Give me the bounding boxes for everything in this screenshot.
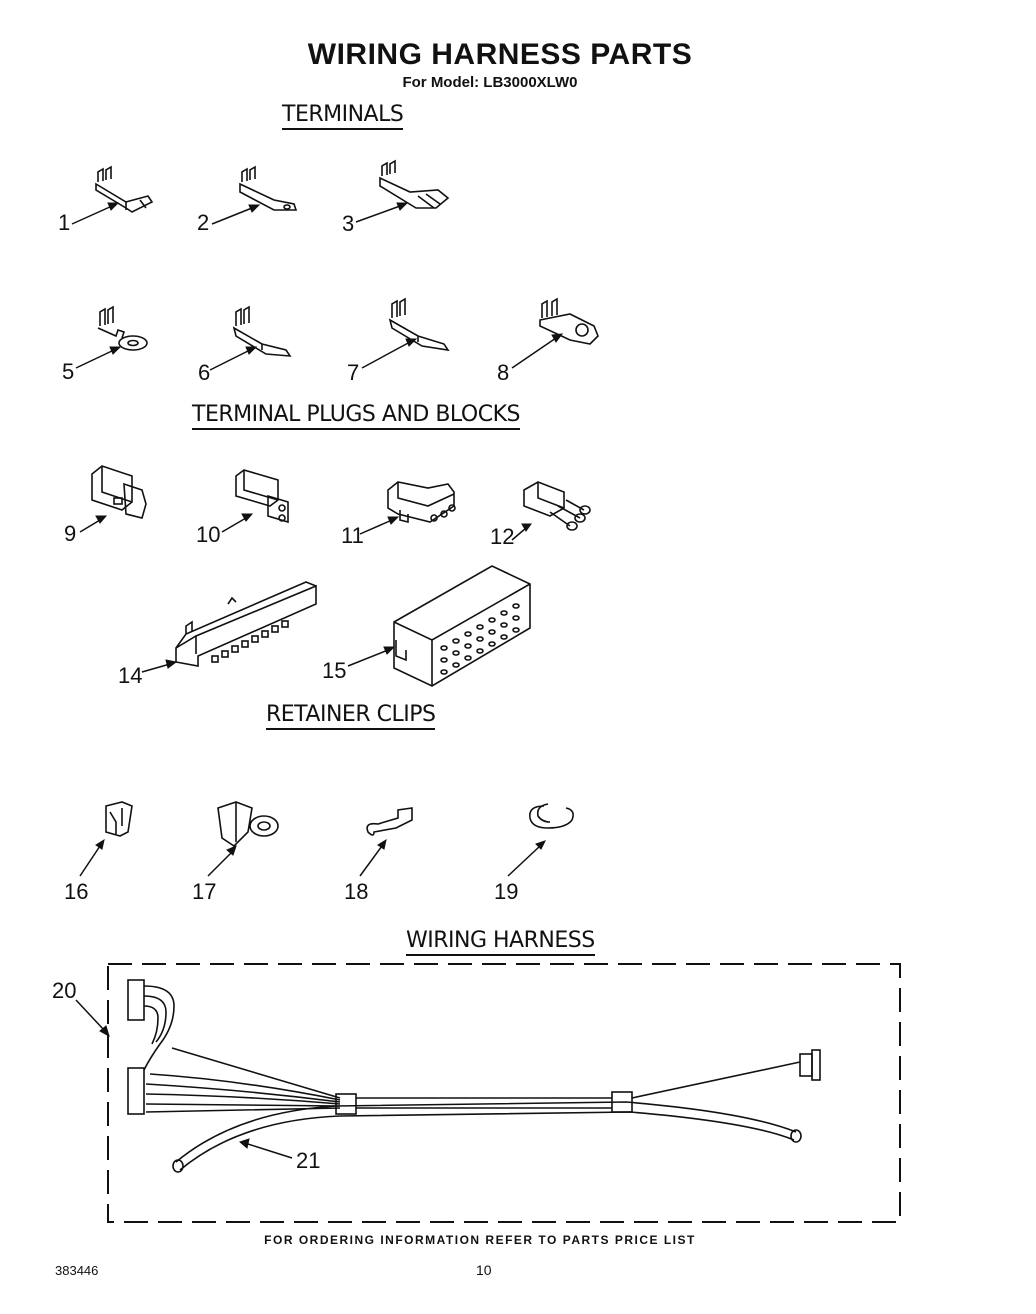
ordering-info-footer: FOR ORDERING INFORMATION REFER TO PARTS …	[264, 1233, 696, 1247]
page-number: 10	[476, 1262, 492, 1278]
terminal-part-5	[97, 305, 148, 351]
harness-part-21	[172, 1101, 802, 1173]
arrow-8	[511, 333, 564, 369]
arrow-18	[359, 838, 387, 877]
callout-8: 8	[497, 360, 510, 385]
callout-2: 2	[197, 210, 210, 235]
callout-11: 11	[341, 523, 364, 548]
callout-9: 9	[64, 521, 77, 546]
arrow-10	[221, 513, 254, 533]
terminal-part-7	[388, 297, 450, 352]
callout-6: 6	[198, 360, 211, 385]
callout-10: 10	[196, 522, 221, 547]
arrow-9	[79, 515, 108, 533]
clip-part-18	[366, 807, 413, 836]
arrow-20	[75, 999, 110, 1038]
arrow-3	[355, 202, 409, 223]
plug-part-12	[523, 481, 591, 531]
block-part-15	[393, 565, 531, 687]
terminal-part-3	[379, 159, 450, 209]
arrow-5	[75, 346, 122, 369]
model-number: For Model: LB3000XLW0	[402, 74, 578, 91]
clip-part-16	[105, 801, 133, 837]
callout-20: 20	[52, 978, 77, 1003]
terminal-part-1	[95, 165, 154, 213]
clip-part-19	[528, 803, 574, 829]
plug-part-9	[91, 465, 147, 519]
arrow-12	[511, 523, 532, 541]
arrow-21	[239, 1138, 293, 1159]
section-retainer-clips: RETAINER CLIPS	[266, 702, 436, 730]
callout-14: 14	[118, 663, 143, 688]
section-terminals: TERMINALS	[282, 102, 404, 130]
callout-3: 3	[342, 211, 355, 236]
callout-1: 1	[58, 210, 71, 235]
callout-21: 21	[296, 1148, 321, 1173]
arrow-15	[347, 646, 396, 667]
arrow-17	[207, 845, 237, 877]
arrow-7	[361, 338, 418, 369]
callout-15: 15	[322, 658, 347, 683]
arrow-19	[507, 840, 546, 877]
section-terminal-plugs-blocks: TERMINAL PLUGS AND BLOCKS	[192, 402, 520, 430]
callout-16: 16	[64, 879, 89, 904]
harness-dashed-frame	[107, 963, 901, 1223]
arrow-6	[209, 346, 258, 371]
clip-part-17	[217, 801, 279, 848]
callout-18: 18	[344, 879, 369, 904]
callout-5: 5	[62, 359, 75, 384]
arrow-14	[141, 659, 178, 673]
harness-part-20	[127, 979, 821, 1115]
block-part-14	[175, 581, 317, 667]
callout-12: 12	[490, 524, 515, 549]
arrow-1	[71, 202, 120, 225]
arrow-16	[79, 838, 105, 877]
block-part-11	[387, 481, 456, 524]
plug-part-10	[235, 469, 289, 524]
document-number: 383446	[55, 1263, 99, 1278]
arrow-11	[359, 516, 400, 535]
terminal-part-2	[239, 165, 298, 211]
arrow-2	[211, 204, 261, 225]
callout-19: 19	[494, 879, 519, 904]
section-wiring-harness: WIRING HARNESS	[406, 928, 595, 956]
callout-7: 7	[347, 360, 360, 385]
callout-17: 17	[192, 879, 217, 904]
terminal-part-6	[232, 305, 292, 357]
terminal-part-8	[539, 297, 599, 345]
page-title: WIRING HARNESS PARTS	[307, 38, 693, 71]
